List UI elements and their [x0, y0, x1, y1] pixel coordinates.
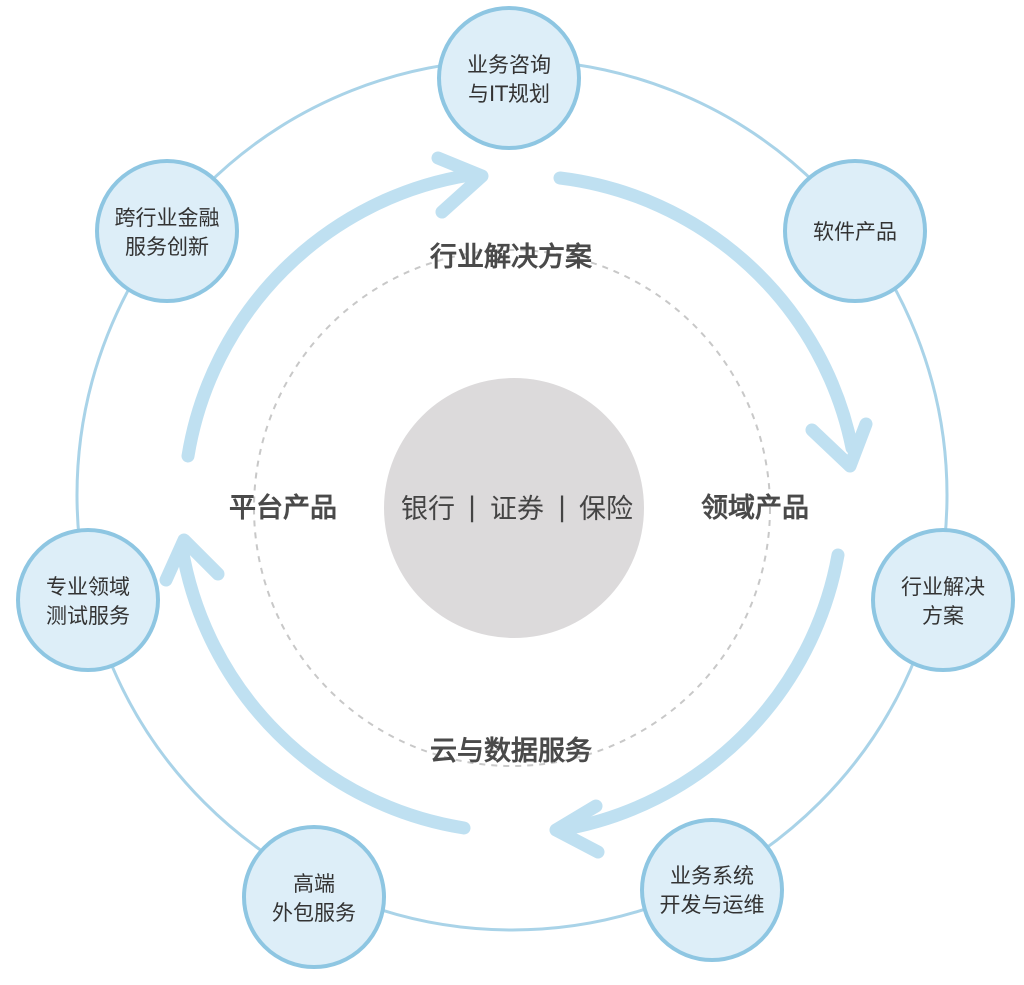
arrow-head-right: [805, 417, 873, 473]
node-outsourcing-line-2: 外包服务: [272, 901, 356, 925]
node-system-dev-ops-line-2: 开发与运维: [660, 893, 765, 917]
node-outsourcing: 高端 外包服务: [242, 825, 386, 969]
arrow-head-bottom: [549, 799, 605, 859]
node-industry-solutions-line-2: 方案: [922, 604, 964, 628]
node-industry-solutions-line-1: 行业解决: [901, 575, 985, 599]
node-system-dev-ops-line-1: 业务系统: [670, 864, 754, 888]
node-consulting-line-2: 与IT规划: [468, 82, 550, 106]
arrow-head-top: [431, 151, 489, 219]
arrow-head-left: [159, 533, 225, 587]
center-label-securities: 证券: [490, 494, 544, 525]
node-fintech-innovation-line-1: 跨行业金融: [115, 206, 220, 230]
node-software-products: 软件产品: [783, 159, 927, 303]
node-consulting-line-1: 业务咨询: [467, 53, 551, 77]
inner-label-left: 平台产品: [229, 492, 337, 524]
node-testing-services: 专业领域 测试服务: [16, 528, 160, 672]
inner-label-bottom: 云与数据服务: [430, 736, 592, 767]
node-consulting: 业务咨询 与IT规划: [437, 6, 581, 150]
arrow-left-to-top: [181, 168, 477, 463]
center-label-insurance: 保险: [579, 494, 633, 525]
node-fintech-innovation: 跨行业金融 服务创新: [95, 159, 239, 303]
node-system-dev-ops: 业务系统 开发与运维: [640, 818, 784, 962]
center-label-bank: 银行: [401, 494, 455, 525]
node-testing-services-line-2: 测试服务: [46, 604, 130, 628]
center-circle: [384, 378, 644, 638]
arrow-bottom-to-left: [175, 541, 471, 835]
node-industry-solutions: 行业解决 方案: [871, 528, 1015, 672]
inner-label-right: 领域产品: [701, 493, 809, 524]
node-testing-services-line-1: 专业领域: [46, 575, 130, 599]
node-fintech-innovation-line-2: 服务创新: [125, 235, 209, 259]
dashed-inner-ring: [253, 249, 771, 767]
center-separator-2: |: [557, 492, 566, 523]
node-software-products-line-1: 软件产品: [813, 220, 897, 244]
inner-label-top: 行业解决方案: [429, 241, 593, 273]
center-separator-1: |: [467, 492, 476, 523]
arrow-right-to-bottom: [553, 548, 845, 837]
node-outsourcing-line-1: 高端: [293, 872, 335, 896]
arrow-top-to-right: [553, 171, 859, 455]
cycle-arrows: [159, 151, 873, 859]
